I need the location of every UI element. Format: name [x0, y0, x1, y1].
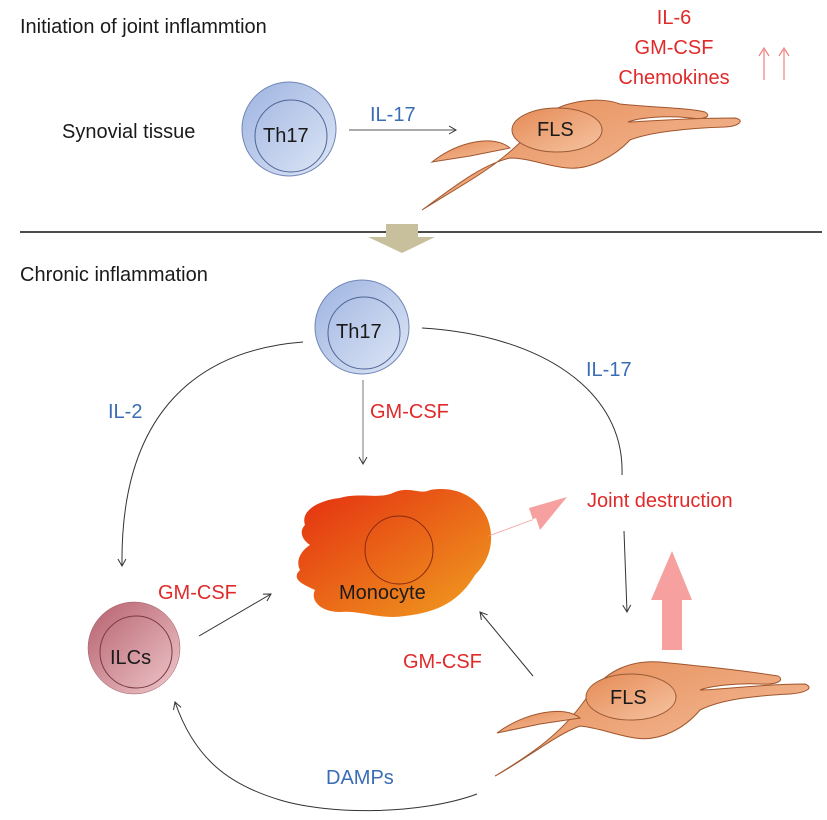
gmcsf-fls-label: GM-CSF	[403, 651, 482, 673]
initiation-section-title: Initiation of joint inflammtion	[20, 16, 267, 38]
il2-label: IL-2	[108, 401, 143, 423]
gmcsf-ilc-arrow	[198, 593, 272, 637]
chronic-th17-label: Th17	[336, 321, 382, 343]
damps-arrow	[173, 701, 478, 812]
damps-label: DAMPs	[326, 767, 394, 789]
joint-to-fls-arrow	[622, 530, 632, 614]
ilcs-label: ILCs	[110, 647, 152, 669]
ilcs-cell	[87, 601, 181, 695]
initiation-fls-cell	[421, 99, 741, 211]
synovial-tissue-label: Synovial tissue	[62, 121, 196, 143]
monocyte-label: Monocyte	[339, 582, 426, 604]
chronic-section-title: Chronic inflammation	[20, 264, 208, 286]
upregulated-il6: IL-6	[656, 7, 692, 29]
chronic-fls-cell	[494, 661, 810, 777]
il17-chronic-arrow	[421, 327, 623, 476]
monocyte-cell	[296, 489, 492, 617]
joint-destruction-label: Joint destruction	[587, 490, 733, 512]
initiation-fls-label: FLS	[537, 119, 574, 141]
upregulation-arrows-icon	[758, 46, 790, 80]
fls-to-joint-arrow	[651, 551, 692, 650]
chronic-fls-label: FLS	[610, 687, 647, 709]
gmcsf-fls-arrow	[479, 611, 534, 677]
initiation-th17-label: Th17	[263, 125, 309, 147]
transition-arrow-icon	[368, 224, 435, 253]
initiation-il17-label: IL-17	[370, 104, 416, 126]
gmcsf-ilc-label: GM-CSF	[158, 582, 237, 604]
il17-chronic-label: IL-17	[586, 359, 632, 381]
il2-arrow	[117, 341, 304, 568]
monocyte-to-joint-arrow	[487, 497, 567, 537]
upregulated-chemokines: Chemokines	[618, 67, 730, 89]
initiation-th17-cell	[241, 81, 337, 177]
upregulated-gmcsf: GM-CSF	[634, 37, 714, 59]
chronic-th17-cell	[314, 279, 410, 375]
gmcsf-th17-label: GM-CSF	[370, 401, 449, 423]
